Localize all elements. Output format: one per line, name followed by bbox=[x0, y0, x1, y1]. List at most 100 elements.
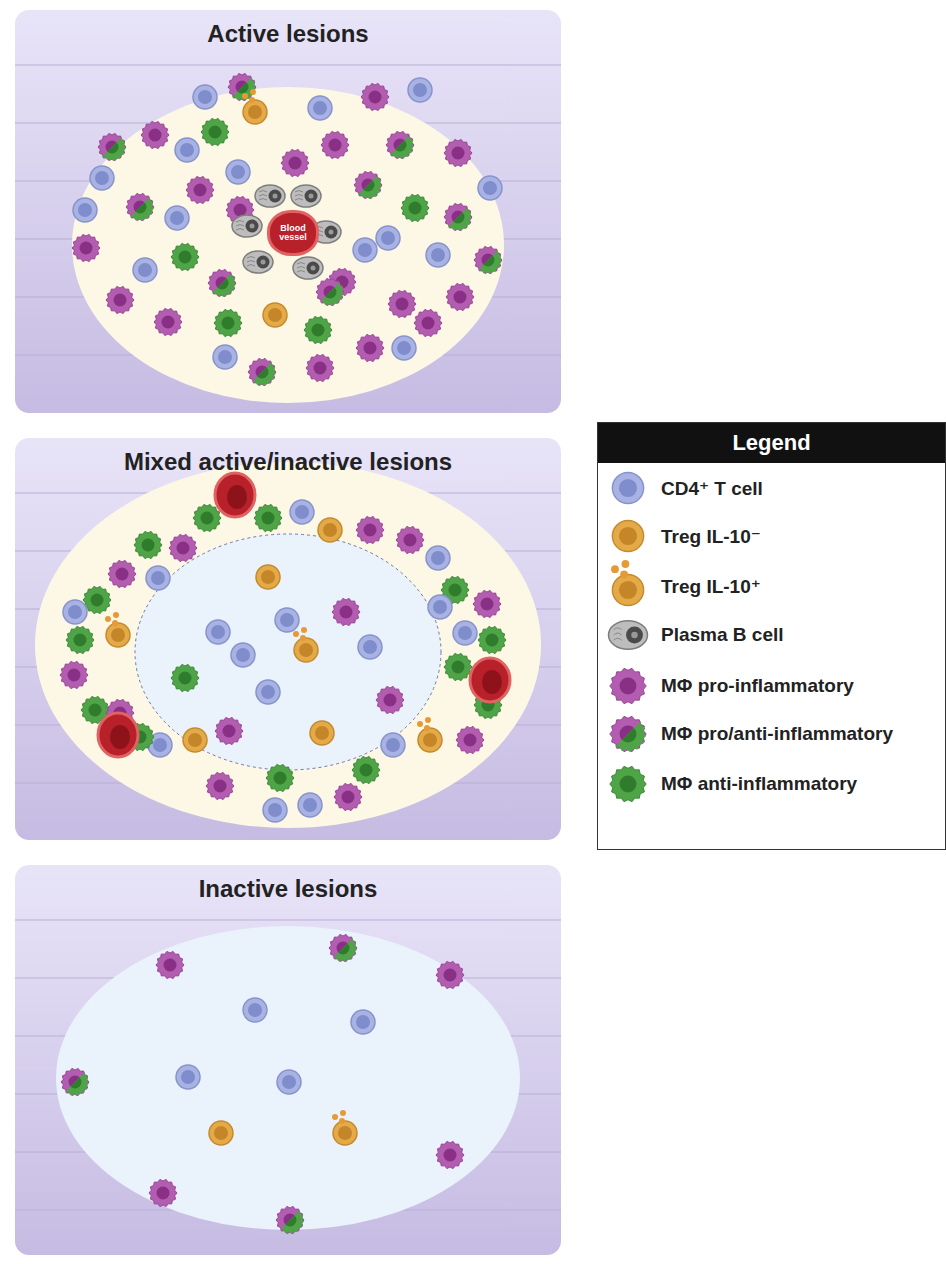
t-cell bbox=[206, 620, 230, 644]
vessel-lumen bbox=[110, 725, 130, 749]
macrophage bbox=[248, 358, 276, 385]
macrophage bbox=[334, 783, 362, 810]
plasma-nucleolus bbox=[311, 266, 316, 271]
macrophage-nucleus bbox=[194, 184, 207, 197]
macrophage-nucleus bbox=[394, 139, 407, 152]
macrophage bbox=[66, 626, 94, 653]
macrophage bbox=[214, 309, 242, 336]
macrophage-half bbox=[358, 175, 382, 199]
macrophage bbox=[61, 1068, 89, 1095]
macrophage-nucleus bbox=[342, 791, 355, 804]
t-cell-nucleus bbox=[78, 203, 92, 217]
t-cell bbox=[428, 595, 452, 619]
il10-dot bbox=[250, 89, 256, 95]
legend-label: MΦ pro/anti-inflammatory bbox=[661, 723, 893, 745]
macrophage bbox=[156, 951, 184, 978]
t-cell bbox=[453, 621, 477, 645]
panel-title: Active lesions bbox=[15, 20, 561, 48]
macrophage bbox=[414, 309, 442, 336]
macrophage-nucleus bbox=[74, 634, 87, 647]
macrophage bbox=[266, 764, 294, 791]
t-cell bbox=[612, 472, 643, 503]
t-cell bbox=[165, 206, 189, 230]
t-cell bbox=[63, 600, 87, 624]
macrophage-half bbox=[212, 273, 236, 297]
macrophage-half-nucleus bbox=[217, 278, 228, 289]
t-cell bbox=[133, 258, 157, 282]
t-cell-nucleus bbox=[363, 640, 377, 654]
plasma-er bbox=[614, 638, 622, 640]
macrophage-nucleus bbox=[214, 780, 227, 793]
macrophage bbox=[473, 590, 501, 617]
macrophage-nucleus bbox=[452, 147, 465, 160]
vessel-label: Blood vessel bbox=[270, 224, 316, 243]
plasma-nucleolus bbox=[261, 260, 266, 265]
t-cell bbox=[376, 226, 400, 250]
t-cell bbox=[226, 160, 250, 184]
macrophage-nucleus bbox=[164, 959, 177, 972]
macrophage bbox=[276, 1206, 304, 1233]
macrophage-nucleus bbox=[162, 316, 175, 329]
macrophage bbox=[456, 726, 484, 753]
treg-nucleus bbox=[188, 733, 202, 747]
t-cell bbox=[90, 166, 114, 190]
macrophage bbox=[444, 653, 472, 680]
macrophage-nucleus bbox=[89, 704, 102, 717]
vessel-lumen bbox=[227, 485, 247, 509]
t-cell-nucleus bbox=[95, 171, 109, 185]
plasma-nucleus bbox=[307, 262, 320, 275]
plasma-nucleus bbox=[269, 190, 282, 203]
il10-dot bbox=[293, 631, 299, 637]
macrophage bbox=[106, 286, 134, 313]
macrophage bbox=[321, 131, 349, 158]
macrophage bbox=[444, 203, 472, 230]
macrophage-nucleus bbox=[142, 539, 155, 552]
il10-dot bbox=[112, 620, 118, 626]
macrophage bbox=[304, 316, 332, 343]
t-cell-nucleus bbox=[381, 231, 395, 245]
macrophage bbox=[376, 686, 404, 713]
t-cell-nucleus bbox=[236, 648, 250, 662]
macrophage bbox=[329, 934, 357, 961]
macrophage bbox=[201, 118, 229, 145]
macrophage-nucleus bbox=[404, 534, 417, 547]
macrophage-nucleus bbox=[274, 772, 287, 785]
plasma-er bbox=[295, 191, 303, 193]
treg-cell bbox=[209, 1121, 233, 1145]
macrophage-nucleus bbox=[452, 211, 465, 224]
t-cell-nucleus bbox=[211, 625, 225, 639]
t-cell-nucleus bbox=[295, 505, 309, 519]
treg-cell bbox=[183, 728, 207, 752]
macrophage bbox=[332, 598, 360, 625]
t-cell-nucleus bbox=[413, 83, 427, 97]
t-cell-nucleus bbox=[170, 211, 184, 225]
macrophage bbox=[98, 133, 126, 160]
macrophage bbox=[446, 283, 474, 310]
macrophage-nucleus bbox=[324, 286, 337, 299]
macrophage-nucleus bbox=[114, 294, 127, 307]
treg-nucleus bbox=[299, 643, 313, 657]
plasma-nucleolus bbox=[631, 632, 638, 639]
macrophage-nucleus bbox=[454, 291, 467, 304]
t-cell bbox=[426, 546, 450, 570]
macrophage bbox=[208, 269, 236, 296]
t-cell bbox=[277, 1070, 301, 1094]
macrophage-nucleus bbox=[364, 342, 377, 355]
macrophage-nucleus bbox=[91, 594, 104, 607]
treg-cell bbox=[256, 565, 280, 589]
t-cell-nucleus bbox=[181, 1070, 195, 1084]
il10-dot bbox=[301, 627, 307, 633]
plasma-er bbox=[297, 263, 305, 265]
macrophage-nucleus bbox=[201, 512, 214, 525]
macrophage-nucleus bbox=[360, 764, 373, 777]
t-cell-nucleus bbox=[68, 605, 82, 619]
treg-nucleus bbox=[111, 628, 125, 642]
macrophage-nucleus bbox=[464, 734, 477, 747]
macrophage bbox=[474, 246, 502, 273]
t-cell bbox=[263, 798, 287, 822]
lesion-area bbox=[35, 462, 541, 828]
t-cell bbox=[231, 643, 255, 667]
t-cell-nucleus bbox=[268, 803, 282, 817]
treg-cell bbox=[294, 638, 318, 662]
macrophage-nucleus bbox=[422, 317, 435, 330]
